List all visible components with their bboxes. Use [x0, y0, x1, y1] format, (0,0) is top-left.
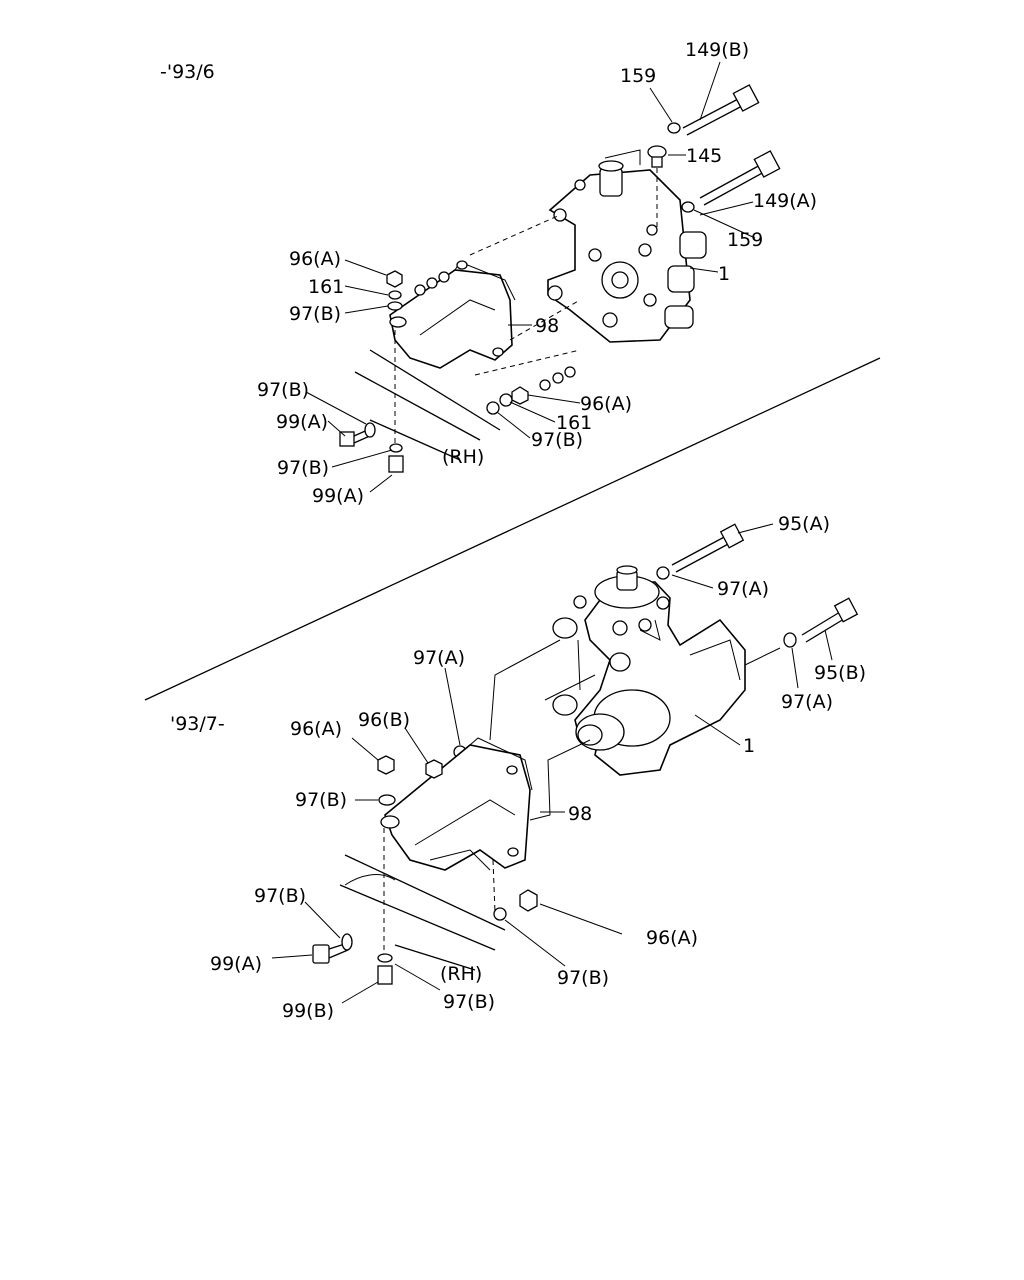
bottom-nut-96b — [425, 759, 443, 779]
top-label-149b: 149(B) — [685, 39, 749, 61]
bottom-projection-lines — [383, 639, 596, 960]
bottom-nut-96a-right — [519, 889, 538, 912]
bottom-label-97b-right: 97(B) — [557, 967, 609, 989]
top-label-97b-bottom: 97(B) — [277, 457, 329, 479]
top-dash-1 — [469, 214, 561, 256]
bottom-label-97b-side: 97(B) — [254, 885, 306, 907]
top-leader-lines — [305, 61, 756, 493]
top-section-title: -'93/6 — [160, 61, 215, 83]
bottom-leader-lines — [271, 523, 833, 1004]
bottom-bolt-99a — [312, 933, 353, 964]
bottom-label-rh: (RH) — [440, 963, 482, 985]
bottom-label-97a-left: 97(A) — [413, 647, 465, 669]
bottom-label-97a-right: 97(A) — [781, 691, 833, 713]
bottom-section-title: '93/7- — [170, 713, 225, 735]
top-nut-extra-1 — [539, 379, 551, 391]
bottom-frame-rail — [339, 854, 506, 971]
top-nut-96a-left — [386, 270, 403, 288]
top-label-1: 1 — [718, 263, 730, 285]
bottom-label-99b: 99(B) — [282, 1000, 334, 1022]
top-label-97b-right: 97(B) — [531, 429, 583, 451]
top-washer-97b-left — [387, 301, 403, 311]
top-bolt-149a — [699, 150, 781, 206]
top-label-159-upper: 159 — [620, 65, 656, 87]
bottom-bolt-95b — [801, 597, 859, 643]
section-divider-line — [144, 357, 881, 701]
top-washer-97b-right — [486, 401, 500, 415]
top-label-96a-right: 96(A) — [580, 393, 632, 415]
bottom-label-96a-left: 96(A) — [290, 718, 342, 740]
top-label-99a-side: 99(A) — [276, 411, 328, 433]
top-label-98: 98 — [535, 315, 559, 337]
bottom-label-97a-upper: 97(A) — [717, 578, 769, 600]
top-dash-2 — [509, 299, 581, 341]
top-nut-extra-3 — [564, 366, 576, 378]
top-frame-rail — [354, 349, 501, 461]
top-label-97b-side: 97(B) — [257, 379, 309, 401]
top-label-rh: (RH) — [442, 446, 484, 468]
bottom-steering-gear-box — [552, 565, 746, 776]
top-nut-96a-right — [511, 386, 529, 405]
top-label-97b-left: 97(B) — [289, 303, 341, 325]
bottom-nut-96a-left — [377, 755, 395, 775]
bottom-washer-97a-right — [783, 632, 797, 648]
bottom-washer-97b-top — [378, 794, 396, 806]
bottom-label-97b-top: 97(B) — [295, 789, 347, 811]
bottom-bolt-99b — [377, 953, 393, 985]
top-nut-small-3 — [438, 271, 450, 283]
bottom-label-96a-right: 96(A) — [646, 927, 698, 949]
top-nut-small-2 — [426, 277, 438, 289]
top-bracket-98 — [389, 260, 516, 369]
bottom-bracket-98 — [380, 737, 533, 871]
bottom-label-1: 1 — [743, 735, 755, 757]
top-nut-small-1 — [414, 284, 426, 296]
top-bolt-99a-side — [339, 422, 376, 447]
top-label-159-lower: 159 — [727, 229, 763, 251]
top-label-161-left: 161 — [308, 276, 344, 298]
bottom-label-95a: 95(A) — [778, 513, 830, 535]
top-bolt-149b — [682, 84, 760, 136]
top-label-99a-bottom: 99(A) — [312, 485, 364, 507]
top-label-145: 145 — [686, 145, 722, 167]
bottom-washer-97b-right — [493, 907, 507, 921]
bottom-label-98: 98 — [568, 803, 592, 825]
bottom-label-97b-bottom: 97(B) — [443, 991, 495, 1013]
top-bolt-99a-bottom — [388, 443, 404, 473]
bottom-label-99a: 99(A) — [210, 953, 262, 975]
bottom-label-95b: 95(B) — [814, 662, 866, 684]
bottom-washer-97a-upper — [656, 566, 670, 580]
bottom-label-96b: 96(B) — [358, 709, 410, 731]
top-washer-159-lower — [681, 201, 695, 213]
top-label-149a: 149(A) — [753, 190, 817, 212]
top-washer-161-left — [388, 290, 402, 300]
top-steering-gear-box — [547, 149, 707, 343]
top-nut-extra-2 — [552, 372, 564, 384]
top-label-96a-left: 96(A) — [289, 248, 341, 270]
top-washer-161-right — [499, 393, 513, 407]
top-washer-159-upper — [667, 122, 681, 134]
top-label-161-right: 161 — [556, 412, 592, 434]
top-fitting-145 — [647, 145, 667, 230]
bottom-bolt-95a — [671, 523, 745, 573]
